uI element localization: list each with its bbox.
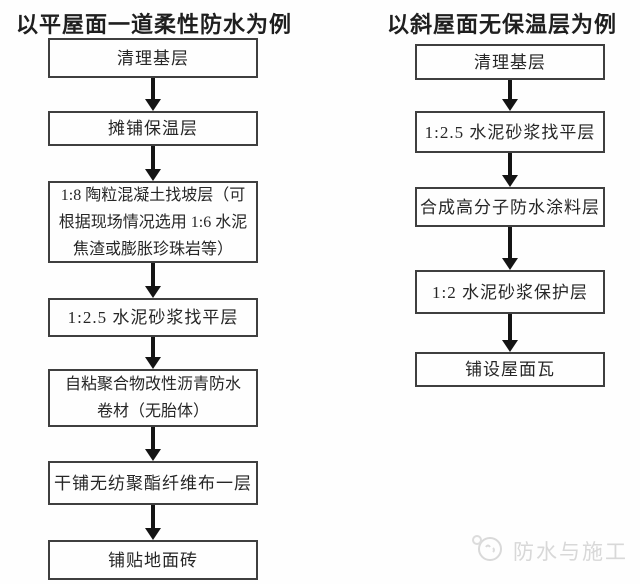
flow-arrow-down	[502, 153, 518, 187]
flow-arrow-down	[145, 78, 161, 111]
watermark: 防水与施工	[470, 532, 628, 569]
flow-step-label: 卷材（无胎体）	[96, 403, 209, 420]
flow-step-label: 自粘聚合物改性沥青防水	[64, 376, 241, 393]
flat-roof-step-box: 清理基层	[48, 38, 258, 78]
flow-step-label: 1:2 水泥砂浆保护层	[432, 282, 588, 302]
flow-step-label: 1:2.5 水泥砂浆找平层	[67, 308, 239, 327]
flat-roof-step-box: 自粘聚合物改性沥青防水 卷材（无胎体）	[48, 369, 258, 427]
flow-step-label: 干铺无纺聚酯纤维布一层	[54, 473, 252, 493]
sloped-roof-step-box: 铺设屋面瓦	[415, 352, 605, 387]
watermark-label: 防水与施工	[513, 539, 628, 564]
sloped-roof-step-box: 合成高分子防水涂料层	[415, 187, 605, 227]
flow-step-label: 焦渣或膨胀珍珠岩等）	[72, 240, 233, 258]
flat-roof-step-box: 1:8 陶粒混凝土找坡层（可 根据现场情况选用 1:6 水泥 焦渣或膨胀珍珠岩等…	[48, 181, 258, 263]
sloped-roof-step-box: 1:2.5 水泥砂浆找平层	[415, 111, 605, 153]
sloped-roof-step-box: 1:2 水泥砂浆保护层	[415, 270, 605, 314]
flow-arrow-down	[502, 227, 518, 270]
flow-step-label: 清理基层	[474, 52, 546, 72]
flow-arrow-down	[145, 263, 161, 298]
flow-step-label: 合成高分子防水涂料层	[420, 197, 600, 217]
flow-arrow-down	[145, 427, 161, 461]
flow-title-sloped-roof: 以斜屋面无保温层为例	[386, 12, 617, 37]
flat-roof-step-box: 1:2.5 水泥砂浆找平层	[48, 298, 258, 337]
flow-arrow-down	[145, 146, 161, 181]
flow-title-flat-roof: 以平屋面一道柔性防水为例	[15, 12, 292, 37]
flow-step-label: 根据现场情况选用 1:6 水泥	[58, 213, 248, 231]
flow-arrow-down	[502, 314, 518, 352]
waterproof-brand-icon	[470, 532, 506, 569]
flow-arrow-down	[145, 505, 161, 540]
flow-step-label: 1:8 陶粒混凝土找坡层（可	[60, 186, 246, 204]
flow-step-label: 1:2.5 水泥砂浆找平层	[424, 122, 596, 142]
sloped-roof-step-box: 清理基层	[415, 44, 605, 80]
flow-arrow-down	[502, 80, 518, 111]
flat-roof-step-box: 摊铺保温层	[48, 111, 258, 146]
flat-roof-step-box: 干铺无纺聚酯纤维布一层	[48, 461, 258, 505]
flow-arrow-down	[145, 337, 161, 369]
flow-step-label: 铺贴地面砖	[108, 550, 198, 570]
flow-step-label: 铺设屋面瓦	[465, 360, 555, 379]
flow-step-label: 清理基层	[117, 48, 189, 68]
flow-step-label: 摊铺保温层	[108, 119, 198, 138]
flat-roof-step-box: 铺贴地面砖	[48, 540, 258, 580]
